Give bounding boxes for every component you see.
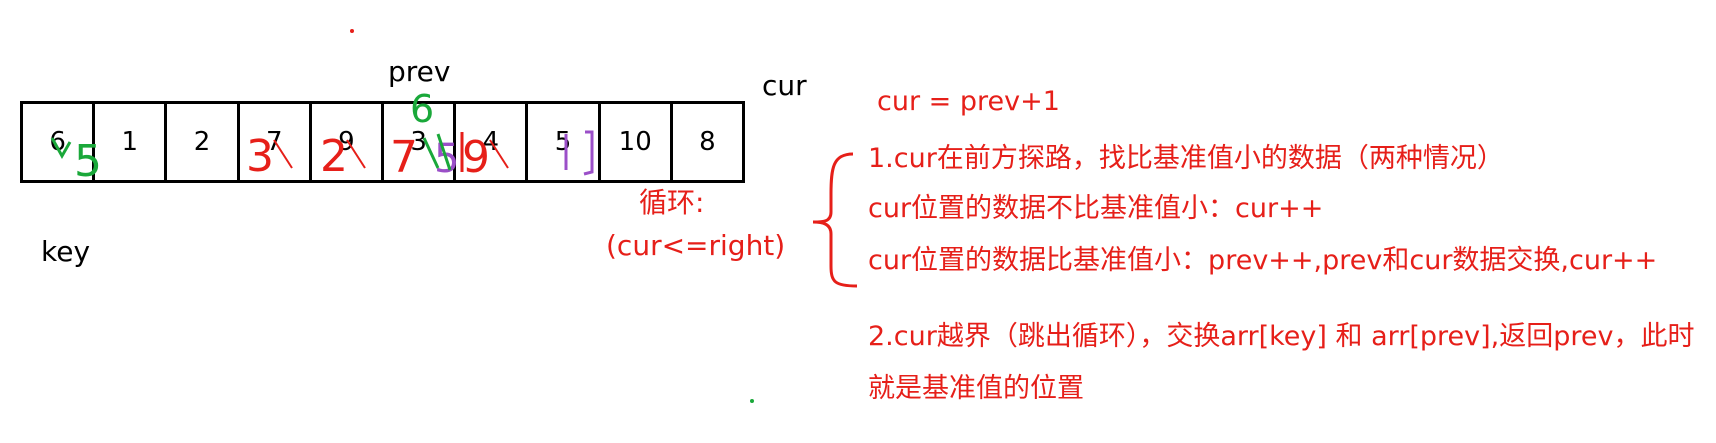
red-brace xyxy=(812,152,858,288)
array-cell-3: 7 xyxy=(240,104,312,180)
case-smaller-text: cur位置的数据比基准值小：prev++,prev和cur数据交换,cur++ xyxy=(868,245,1658,276)
array-box: 6 1 2 7 9 3 4 5 10 8 xyxy=(20,101,745,183)
loop-label: 循环: xyxy=(639,186,705,219)
array-cell-5: 3 xyxy=(384,104,457,180)
cur-formula: cur = prev+1 xyxy=(877,86,1060,117)
array-cell-8: 10 xyxy=(601,104,673,180)
array-cell-4: 9 xyxy=(312,104,385,180)
step2-text-line2: 就是基准值的位置 xyxy=(868,373,1084,404)
case-not-smaller-text: cur位置的数据不比基准值小：cur++ xyxy=(868,193,1324,224)
cur-pointer-label: cur xyxy=(762,69,807,102)
step1-text: 1.cur在前方探路，找比基准值小的数据（两种情况） xyxy=(868,143,1504,174)
prev-pointer-label: prev xyxy=(388,55,451,88)
array-cell-6: 4 xyxy=(456,104,529,180)
stray-red-dot xyxy=(350,29,354,33)
step2-text-line1: 2.cur越界（跳出循环），交换arr[key] 和 arr[prev],返回p… xyxy=(868,321,1695,352)
key-pointer-label: key xyxy=(41,235,91,268)
loop-condition: (cur<=right) xyxy=(606,229,786,262)
array-cell-7: 5 xyxy=(528,104,601,180)
array-cell-1: 1 xyxy=(95,104,168,180)
array-cell-2: 2 xyxy=(167,104,240,180)
array-cell-0: 6 xyxy=(23,104,96,180)
array-cell-9: 8 xyxy=(699,127,716,157)
stray-green-dot xyxy=(750,399,754,403)
